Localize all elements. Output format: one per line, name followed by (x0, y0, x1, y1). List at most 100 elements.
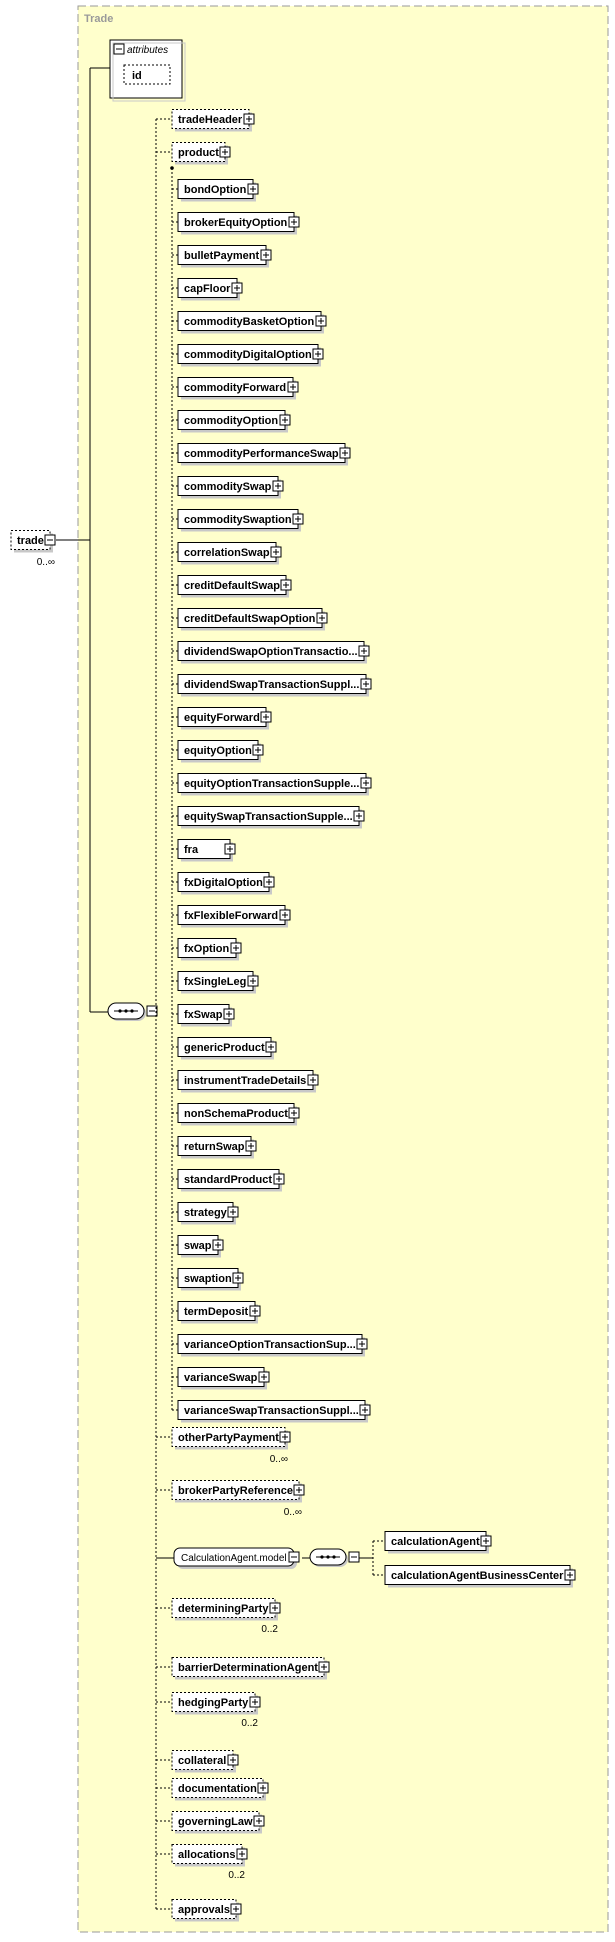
expand-icon[interactable] (353, 810, 365, 822)
expand-icon[interactable] (253, 1815, 265, 1827)
group-collapse-icon[interactable] (288, 1551, 300, 1563)
substitution-equitySwapTransactionSupple[interactable]: equitySwapTransactionSupple... (177, 806, 362, 829)
expand-icon[interactable] (263, 876, 275, 888)
expand-icon[interactable] (227, 1754, 239, 1766)
expand-icon[interactable] (219, 146, 231, 158)
expand-icon[interactable] (224, 843, 236, 855)
substitution-dividendSwapTransactionSuppl[interactable]: dividendSwapTransactionSuppl... (177, 674, 369, 697)
element-box[interactable] (171, 142, 226, 162)
element-collateral[interactable]: collateral (171, 1750, 236, 1773)
expand-icon[interactable] (280, 579, 292, 591)
expand-icon[interactable] (265, 1041, 277, 1053)
substitution-commodityOption[interactable]: commodityOption (177, 410, 288, 433)
expand-icon[interactable] (279, 1431, 291, 1443)
expand-icon[interactable] (230, 1903, 242, 1915)
substitution-commoditySwaption[interactable]: commoditySwaption (177, 509, 301, 532)
element-determiningParty[interactable]: determiningParty (171, 1598, 278, 1621)
expand-icon[interactable] (212, 1239, 224, 1251)
substitution-commoditySwap[interactable]: commoditySwap (177, 476, 281, 499)
expand-icon[interactable] (249, 1696, 261, 1708)
expand-icon[interactable] (480, 1535, 492, 1547)
expand-icon[interactable] (260, 711, 272, 723)
expand-icon[interactable] (279, 909, 291, 921)
element-box[interactable] (171, 1427, 286, 1447)
sequence-compositor[interactable] (107, 1002, 146, 1021)
element-tradeHeader[interactable]: tradeHeader (171, 109, 252, 132)
substitution-strategy[interactable]: strategy (177, 1202, 236, 1225)
substitution-instrumentTradeDetails[interactable]: instrumentTradeDetails (177, 1070, 316, 1093)
substitution-fra[interactable]: fra (177, 839, 233, 862)
element-hedgingParty[interactable]: hedgingParty (171, 1692, 258, 1715)
substitution-fxSingleLeg[interactable]: fxSingleLeg (177, 971, 256, 994)
substitution-dividendSwapOptionTransactio[interactable]: dividendSwapOptionTransactio... (177, 641, 367, 664)
substitution-returnSwap[interactable]: returnSwap (177, 1136, 254, 1159)
substitution-fxOption[interactable]: fxOption (177, 938, 239, 961)
expand-icon[interactable] (564, 1569, 576, 1581)
substitution-varianceSwap[interactable]: varianceSwap (177, 1367, 267, 1390)
substitution-genericProduct[interactable]: genericProduct (177, 1037, 274, 1060)
expand-icon[interactable] (247, 975, 259, 987)
substitution-bulletPayment[interactable]: bulletPayment (177, 245, 269, 268)
expand-icon[interactable] (258, 1371, 270, 1383)
expand-icon[interactable] (288, 216, 300, 228)
expand-icon[interactable] (232, 1272, 244, 1284)
expand-icon[interactable] (252, 744, 264, 756)
substitution-creditDefaultSwap[interactable]: creditDefaultSwap (177, 575, 289, 598)
substitution-equityOption[interactable]: equityOption (177, 740, 261, 763)
element-brokerPartyReference[interactable]: brokerPartyReference (171, 1480, 302, 1503)
expand-icon[interactable] (315, 315, 327, 327)
substitution-equityOptionTransactionSupple[interactable]: equityOptionTransactionSupple... (177, 773, 369, 796)
expand-icon[interactable] (270, 546, 282, 558)
element-approvals[interactable]: approvals (171, 1899, 239, 1922)
expand-icon[interactable] (223, 1008, 235, 1020)
expand-icon[interactable] (356, 1338, 368, 1350)
substitution-commodityDigitalOption[interactable]: commodityDigitalOption (177, 344, 321, 367)
element-otherPartyPayment[interactable]: otherPartyPayment (171, 1427, 288, 1450)
substitution-commodityBasketOption[interactable]: commodityBasketOption (177, 311, 324, 334)
expand-icon[interactable] (358, 645, 370, 657)
expand-icon[interactable] (339, 447, 351, 459)
attributes-collapse-icon[interactable] (113, 43, 125, 55)
substitution-fxFlexibleForward[interactable]: fxFlexibleForward (177, 905, 288, 928)
expand-icon[interactable] (44, 534, 56, 546)
substitution-bondOption[interactable]: bondOption (177, 179, 256, 202)
element-box[interactable] (171, 1750, 234, 1770)
choice-item-calculationAgentBusinessCenter[interactable]: calculationAgentBusinessCenter (384, 1565, 573, 1588)
substitution-fxDigitalOption[interactable]: fxDigitalOption (177, 872, 272, 895)
expand-icon[interactable] (360, 777, 372, 789)
substitution-varianceOptionTransactionSup[interactable]: varianceOptionTransactionSup... (177, 1334, 365, 1357)
substitution-capFloor[interactable]: capFloor (177, 278, 240, 301)
expand-icon[interactable] (279, 414, 291, 426)
element-box[interactable] (171, 1844, 243, 1864)
substitution-brokerEquityOption[interactable]: brokerEquityOption (177, 212, 297, 235)
substitution-termDeposit[interactable]: termDeposit (177, 1301, 258, 1324)
attribute-box[interactable] (123, 64, 171, 85)
group-calculation-agent-model[interactable]: CalculationAgent.model (173, 1547, 297, 1569)
substitution-standardProduct[interactable]: standardProduct (177, 1169, 282, 1192)
substitution-fxSwap[interactable]: fxSwap (177, 1004, 232, 1027)
substitution-commodityForward[interactable]: commodityForward (177, 377, 296, 400)
choice-item-calculationAgent[interactable]: calculationAgent (384, 1531, 489, 1554)
expand-icon[interactable] (247, 183, 259, 195)
substitution-nonSchemaProduct[interactable]: nonSchemaProduct (177, 1103, 297, 1126)
element-barrierDeterminationAgent[interactable]: barrierDeterminationAgent (171, 1657, 327, 1680)
expand-icon[interactable] (288, 1107, 300, 1119)
expand-icon[interactable] (307, 1074, 319, 1086)
choice-compositor[interactable] (309, 1548, 348, 1567)
element-governingLaw[interactable]: governingLaw (171, 1811, 262, 1834)
expand-icon[interactable] (292, 513, 304, 525)
element-allocations[interactable]: allocations (171, 1844, 245, 1867)
expand-icon[interactable] (227, 1206, 239, 1218)
expand-icon[interactable] (359, 1404, 371, 1416)
substitution-creditDefaultSwapOption[interactable]: creditDefaultSwapOption (177, 608, 325, 631)
choice-compositor-collapse-icon[interactable] (348, 1551, 360, 1563)
expand-icon[interactable] (243, 113, 255, 125)
substitution-equityForward[interactable]: equityForward (177, 707, 269, 730)
substitution-swaption[interactable]: swaption (177, 1268, 241, 1291)
expand-icon[interactable] (312, 348, 324, 360)
expand-icon[interactable] (316, 612, 328, 624)
element-product[interactable]: product (171, 142, 228, 165)
element-documentation[interactable]: documentation (171, 1778, 266, 1801)
expand-icon[interactable] (360, 678, 372, 690)
